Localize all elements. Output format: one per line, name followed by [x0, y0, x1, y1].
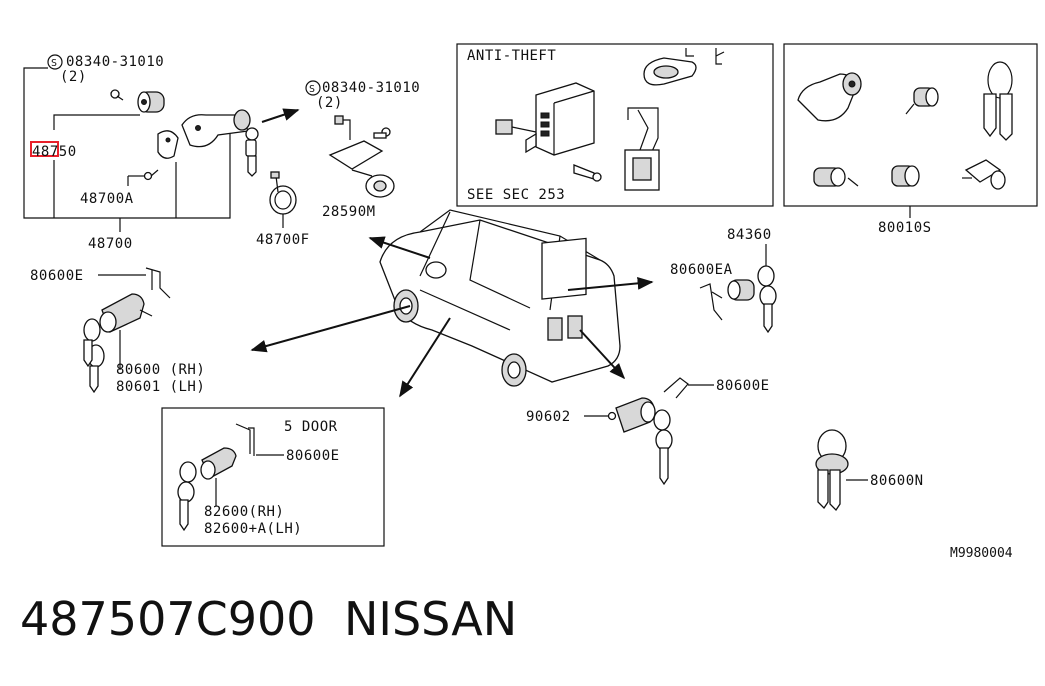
keys-icon [83, 318, 105, 394]
screw2-code-label: 08340-31010 [322, 80, 420, 96]
trunk-cylinder-icon [891, 165, 920, 187]
screw-qty-label: (2) [60, 69, 87, 85]
highlight-box [30, 141, 59, 157]
screw-icon [110, 89, 124, 101]
callout-arrows [250, 236, 654, 398]
anti-theft-see-sec: SEE SEC 253 [467, 187, 565, 203]
part-28590M-label: 28590M [322, 204, 376, 220]
antenna-amp-icon [328, 115, 395, 198]
immobilizer-group: S 08340-31010 (2) 28590M 48700F [256, 80, 420, 248]
door-cylinder-icon [200, 447, 237, 480]
key-set-panel: 80010S [783, 43, 1038, 236]
clip-screw-icon [525, 132, 602, 182]
small-cylinder-icon [905, 87, 939, 115]
part-84360-label: 84360 [727, 227, 772, 243]
keys-icon [757, 265, 777, 334]
glovebox-cylinder-icon [962, 159, 1006, 190]
van-illustration [379, 209, 621, 387]
keys-icon [983, 61, 1013, 141]
anti-theft-title: ANTI-THEFT [467, 48, 556, 64]
rod-clip-icon [699, 283, 723, 321]
front-door-lock-group: 80600E 80600 (RH) 80601 (LH) [30, 267, 205, 395]
door-cylinder-icon [727, 279, 755, 301]
small-screw-icon [143, 169, 159, 181]
column-lock-body-icon [181, 109, 251, 148]
five-door-title: 5 DOOR [284, 419, 338, 435]
screw-code-label: 08340-31010 [66, 54, 164, 70]
part-48700-label: 48700 [88, 236, 133, 252]
rod-clip-icon [663, 377, 689, 399]
part-80600E-right-label: 80600E [716, 378, 770, 394]
brand-title: NISSAN [344, 592, 518, 646]
five-door-panel: 5 DOOR 80600E 82600(RH) 82600+A(LH) [161, 407, 385, 547]
clamp-icon [157, 130, 179, 159]
antenna-module-icon [624, 107, 660, 191]
door-cylinder-icon [99, 293, 153, 333]
lock-cylinder-icon [137, 91, 165, 113]
bolt-icon [373, 127, 391, 139]
part-number-title: 487507C900 [20, 592, 316, 646]
key-fob-icon [643, 57, 697, 86]
part-90602-label: 90602 [526, 409, 571, 425]
diagram-code: M9980004 [950, 546, 1013, 561]
connector-icon [495, 119, 537, 135]
door-cylinder-icon [615, 397, 656, 433]
ignition-cylinder-icon [797, 72, 862, 122]
steering-lock-group: S 08340-31010 (2) 48750 [23, 54, 300, 252]
rod-clip-icon [145, 267, 171, 299]
part-48700A-label: 48700A [80, 191, 134, 207]
keys-icon [653, 409, 673, 486]
screw-icon [607, 411, 617, 421]
screw2-qty-label: (2) [316, 95, 343, 111]
door-cylinder-icon [813, 167, 859, 187]
part-80600-rh-label: 80600 (RH) [116, 362, 205, 378]
part-80600E-left-label: 80600E [30, 268, 84, 284]
blank-key-group: 80600N [815, 429, 924, 512]
part-80010S-label: 80010S [878, 220, 932, 236]
part-80600E-inset-label: 80600E [286, 448, 340, 464]
part-80600EA-label: 80600EA [670, 262, 733, 278]
svg-text:S: S [51, 58, 57, 69]
rod-clip-icon [235, 423, 255, 456]
svg-text:S: S [309, 84, 315, 95]
keys-icon [177, 461, 197, 532]
harness-clip-icon [269, 171, 297, 215]
part-80600N-label: 80600N [870, 473, 924, 489]
anti-theft-panel: ANTI-THEFT SEE SEC 253 [456, 43, 774, 207]
part-82600A-lh-label: 82600+A(LH) [204, 521, 302, 537]
key-icon [245, 127, 259, 177]
part-48700F-label: 48700F [256, 232, 310, 248]
part-80601-lh-label: 80601 (LH) [116, 379, 205, 395]
highlight-part-label: 48750 [32, 144, 77, 160]
back-door-lock-group: 84360 80600EA [670, 227, 777, 334]
bracket-icon [685, 48, 725, 65]
control-unit-icon [535, 82, 595, 156]
rear-lock-group: 80600E 90602 [526, 377, 770, 486]
part-82600-rh-label: 82600(RH) [204, 504, 284, 520]
